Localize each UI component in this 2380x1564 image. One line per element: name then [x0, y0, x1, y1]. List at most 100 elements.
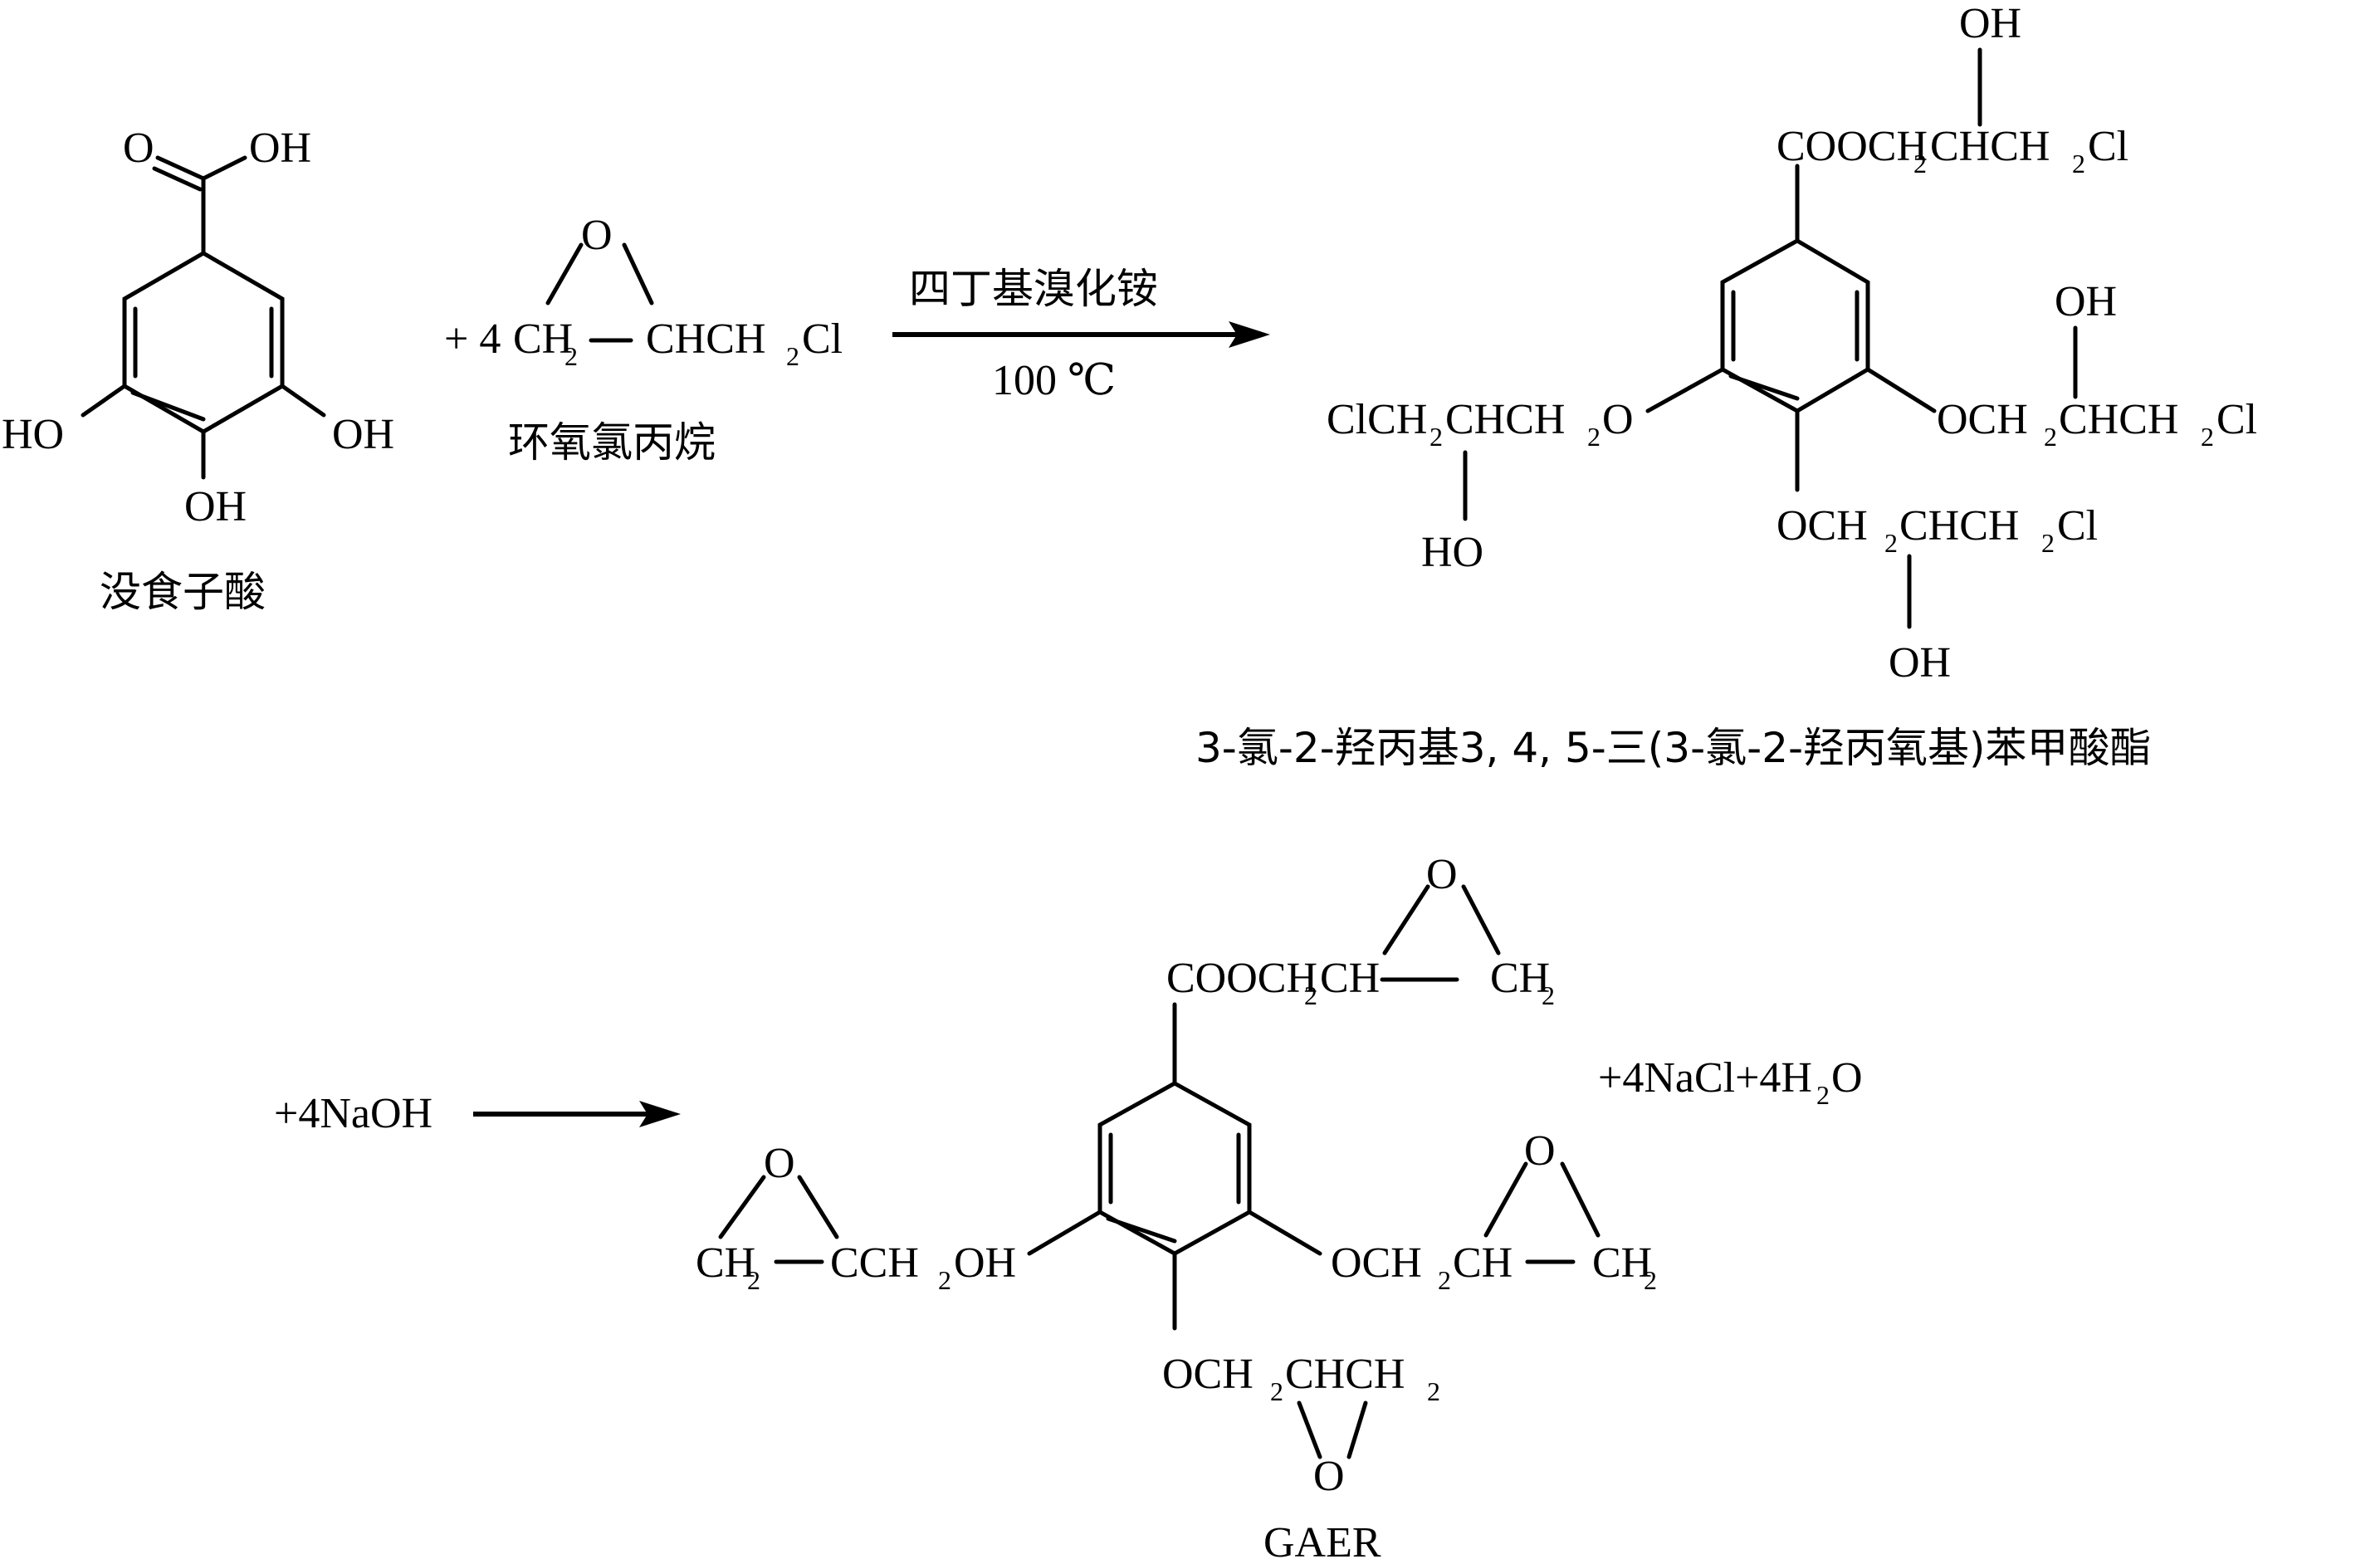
left-ch2-label: CH	[696, 1239, 755, 1287]
naoh-label: +4NaOH	[274, 1090, 433, 1137]
subscript: 2	[786, 341, 799, 371]
gallic-acid-structure: O OH HO OH OH 没食子酸	[2, 125, 394, 616]
right-ring-o: O	[1524, 1127, 1556, 1175]
ring-bond	[1346, 1400, 1368, 1459]
subscript: 2	[1816, 1080, 1830, 1110]
ring-bond	[1461, 884, 1501, 956]
left-bond	[1027, 1210, 1102, 1256]
ester-chch-label: CHCH	[1930, 123, 2050, 170]
left-o-label: O	[1602, 396, 1634, 443]
right-ether-bond	[1865, 367, 1937, 413]
right-cl-label: Cl	[2216, 396, 2257, 443]
ring-bond	[718, 1175, 766, 1239]
reaction-arrow-2: +4NaOH	[274, 1090, 681, 1137]
left-clch-label: ClCH	[1327, 396, 1427, 443]
left-ho-label: HO	[1421, 529, 1483, 576]
subscript: 2	[2044, 422, 2057, 452]
left-ring-o: O	[764, 1140, 795, 1187]
ester-label: COOCH	[1776, 123, 1928, 170]
top-cooch-label: COOCH	[1166, 955, 1317, 1002]
bottom-chch-label: CHCH	[1899, 502, 2019, 550]
subscript: 2	[1429, 422, 1443, 452]
cl-label: Cl	[802, 315, 843, 363]
left-oh-label: OH	[954, 1239, 1016, 1287]
subscript: 2	[1587, 422, 1601, 452]
subscript: 2	[1304, 980, 1317, 1010]
inner-double-bond	[1106, 1216, 1177, 1244]
arrow-head	[1229, 321, 1270, 348]
carbonyl-bond	[155, 155, 206, 181]
arrow-head	[639, 1101, 681, 1127]
ring-bond	[545, 242, 584, 305]
subscript: 2	[1884, 528, 1898, 558]
acid-oh-label: OH	[249, 125, 311, 172]
bottom-oh-label: OH	[1889, 639, 1951, 687]
inner-double-bond	[1728, 374, 1800, 401]
gaer-name: GAER	[1263, 1519, 1381, 1564]
right-bond	[1247, 1210, 1322, 1256]
catalyst-label: 四丁基溴化铵	[909, 265, 1158, 313]
ester-cl-label: Cl	[2088, 123, 2128, 170]
ring-o-label: O	[581, 212, 613, 259]
gaer-structure: COOCH 2 CH CH 2 O CH 2 CCH 2 OH O OCH 2 …	[696, 851, 1657, 1564]
gaer-benzene-ring	[1097, 1081, 1252, 1256]
right-chch-label: CHCH	[2059, 396, 2178, 443]
subscript: 2	[1427, 1376, 1440, 1406]
intermediate-structure: COOCH 2 CHCH 2 Cl OH ClCH 2 CHCH 2 O HO …	[1195, 0, 2257, 772]
top-ring-o: O	[1426, 851, 1458, 898]
byproducts-o-label: O	[1831, 1054, 1863, 1102]
oh-right-label: OH	[332, 411, 394, 458]
inner-double-bond	[130, 390, 206, 422]
gallic-acid-name: 没食子酸	[100, 568, 266, 616]
ring-bond	[1560, 1161, 1601, 1238]
right-ch2-label: CH	[1592, 1239, 1652, 1287]
carbonyl-o-label: O	[123, 125, 154, 172]
top-ch2-label: CH	[1490, 955, 1550, 1002]
right-oh-label: OH	[2055, 278, 2117, 325]
acid-oh-bond	[201, 155, 247, 181]
bottom-cl-label: Cl	[2057, 502, 2098, 550]
right-och-label: OCH	[1937, 396, 2028, 443]
subscript: 2	[1542, 980, 1555, 1010]
left-chch-label: CHCH	[1445, 396, 1565, 443]
subscript: 2	[1438, 1265, 1451, 1295]
bottom-chch-label: CHCH	[1285, 1351, 1405, 1398]
carbonyl-bond	[152, 166, 203, 192]
left-ether-bond	[1645, 367, 1725, 413]
subscript: 2	[747, 1265, 760, 1295]
ho-left-label: HO	[2, 411, 64, 458]
bottom-ring-o: O	[1313, 1453, 1345, 1500]
subscript: 2	[1913, 149, 1927, 178]
intermediate-name: 3-氯-2-羟丙基3, 4, 5-三(3-氯-2-羟丙氧基)苯甲酸酯	[1195, 724, 2152, 772]
top-ch-label: CH	[1320, 955, 1380, 1002]
temperature-label: 100 ℃	[992, 357, 1116, 404]
ring-bond	[1382, 884, 1430, 956]
ring-bond	[1297, 1400, 1322, 1459]
oh-bottom-label: OH	[184, 483, 247, 530]
intermediate-benzene-ring	[1720, 238, 1870, 413]
subscript: 2	[2041, 528, 2055, 558]
right-och-label: OCH	[1331, 1239, 1422, 1287]
right-ch-label: CH	[1453, 1239, 1513, 1287]
subscript: 2	[1270, 1376, 1283, 1406]
ring-bond	[1483, 1161, 1528, 1238]
bottom-och-label: OCH	[1776, 502, 1868, 550]
reaction-arrow-1: 四丁基溴化铵 100 ℃	[892, 265, 1270, 404]
oh-bond	[280, 384, 326, 418]
ring-bond	[797, 1175, 839, 1239]
coefficient: + 4	[444, 315, 501, 363]
subscript: 2	[1644, 1265, 1657, 1295]
left-cch-label: CCH	[830, 1239, 919, 1287]
chch2-label: CHCH	[646, 315, 765, 363]
subscript: 2	[938, 1265, 951, 1295]
byproducts: +4NaCl+4H 2 O	[1598, 1054, 1863, 1110]
subscript: 2	[2201, 422, 2214, 452]
ho-bond	[81, 384, 127, 418]
bottom-och-label: OCH	[1162, 1351, 1254, 1398]
byproducts-label: +4NaCl+4H	[1598, 1054, 1812, 1102]
epichlorohydrin-name: 环氧氯丙烷	[508, 418, 716, 467]
ch2-label: CH	[513, 315, 573, 363]
ring-bond	[622, 242, 654, 305]
subscript: 2	[2072, 149, 2085, 178]
